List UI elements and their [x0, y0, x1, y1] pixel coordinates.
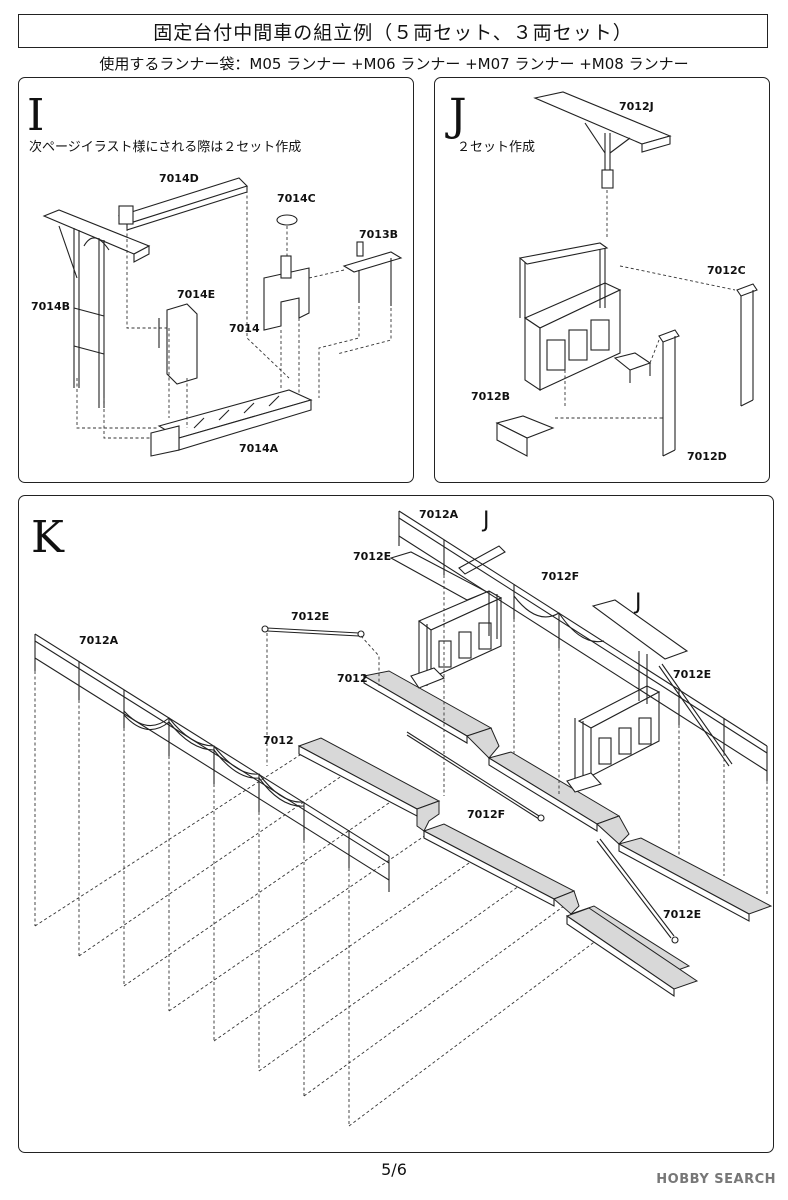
part-7012-right-platform — [565, 907, 699, 998]
page-title-text: 固定台付中間車の組立例（５両セット、３両セット） — [153, 21, 633, 44]
part-7012b — [495, 242, 652, 457]
panel-i-drawing — [42, 177, 403, 457]
part-7012c — [736, 283, 758, 407]
label-7012a-left: 7012A — [79, 634, 119, 647]
part-7014d — [117, 177, 249, 231]
label-7013b: 7013B — [359, 228, 398, 241]
page-title: 固定台付中間車の組立例（５両セット、３両セット） — [18, 14, 768, 48]
part-7012j — [533, 91, 672, 189]
label-7012e-right: 7012E — [673, 668, 712, 681]
panel-j-drawing — [495, 91, 758, 457]
part-7012-back-platform — [362, 670, 773, 922]
label-7012b: 7012B — [471, 390, 510, 403]
label-7012e-mid: 7012E — [291, 610, 330, 623]
runner-list: 使用するランナー袋：M05 ランナー +M06 ランナー +M07 ランナー +… — [99, 55, 689, 73]
label-7014e: 7014E — [177, 288, 216, 301]
part-7013b — [342, 241, 403, 306]
label-7012f-bottom: 7012F — [467, 808, 506, 821]
label-7014: 7014 — [229, 322, 260, 335]
label-7012e-bottom: 7012E — [663, 908, 702, 921]
panel-k: K — [18, 495, 774, 1153]
part-7012d — [658, 329, 680, 457]
page-number: 5/6 — [381, 1160, 407, 1179]
panel-k-letter: K — [31, 512, 64, 563]
part-7012e-stay-bottom — [596, 838, 679, 944]
label-7014d: 7014D — [159, 172, 199, 185]
label-7012-mid: 7012 — [337, 672, 368, 685]
label-7012c: 7012C — [707, 264, 746, 277]
part-7014b — [42, 209, 151, 408]
label-7012a-top: 7012A — [419, 508, 459, 521]
label-7012d: 7012D — [687, 450, 727, 463]
part-j-tower-left — [389, 545, 506, 689]
label-7014b: 7014B — [31, 300, 70, 313]
label-7012-left: 7012 — [263, 734, 294, 747]
panel-k-drawing — [34, 510, 773, 1127]
label-7012j: 7012J — [619, 100, 654, 113]
panel-j-note: ２セット作成 — [457, 140, 536, 155]
panel-j-letter: J — [449, 90, 467, 141]
label-7012f-top: 7012F — [541, 570, 580, 583]
watermark: HOBBY SEARCH — [656, 1172, 776, 1187]
label-7012e-top: 7012E — [353, 550, 392, 563]
panel-i-note: 次ページイラスト様にされる際は２セット作成 — [29, 140, 302, 155]
j-mark-right: J — [635, 590, 642, 615]
panel-j: J ２セット作成 — [434, 77, 770, 483]
label-7014c: 7014C — [277, 192, 316, 205]
part-7014a — [150, 389, 313, 457]
part-7012e-stay-mid — [261, 625, 365, 638]
part-j-tower-right — [566, 599, 689, 793]
j-mark-left: J — [483, 508, 490, 533]
part-7014c — [276, 214, 298, 258]
label-7014a: 7014A — [239, 442, 279, 455]
part-7014 — [263, 255, 310, 331]
part-7014e — [158, 303, 198, 385]
part-7012a-left-railing — [34, 633, 390, 892]
panel-i: I 次ページイラスト様にされる際は２セット作成 — [18, 77, 414, 483]
part-7012f-stay-bottom — [406, 731, 545, 822]
panel-i-letter: I — [27, 90, 45, 141]
part-7012e-stay-right — [658, 663, 733, 767]
